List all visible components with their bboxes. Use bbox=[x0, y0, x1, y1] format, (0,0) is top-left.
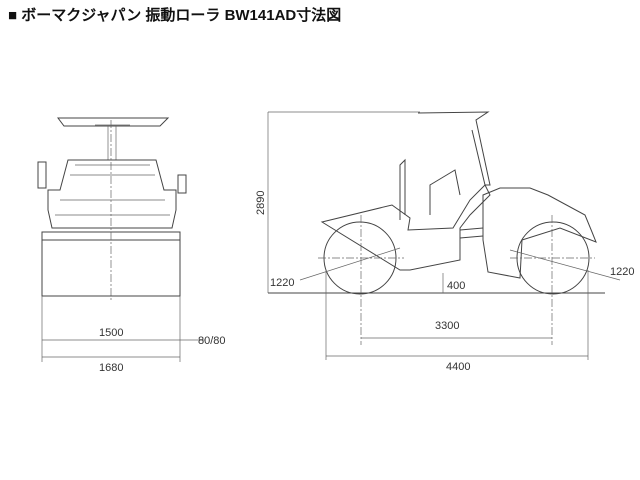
dim-ground-clearance: 400 bbox=[447, 280, 465, 292]
dim-overall-width: 1680 bbox=[99, 362, 123, 374]
dim-drum-diameter-rear: 1220 bbox=[610, 266, 634, 278]
front-mirror-left bbox=[37, 161, 47, 189]
front-mirror-right bbox=[177, 174, 187, 194]
front-canopy-post bbox=[95, 124, 130, 160]
side-view: 2890 1220 1220 400 3300 4400 bbox=[255, 111, 634, 373]
page-title: ■ ボーマクジャパン 振動ローラ BW141AD寸法図 bbox=[8, 7, 342, 24]
side-body-rear bbox=[482, 187, 597, 279]
dim-drum-width: 1500 bbox=[99, 327, 123, 339]
side-body-front bbox=[320, 184, 491, 271]
dim-height: 2890 bbox=[255, 191, 267, 215]
front-body bbox=[47, 159, 177, 229]
side-canopy bbox=[417, 111, 491, 186]
side-cab bbox=[399, 158, 461, 220]
front-canopy bbox=[57, 117, 170, 127]
front-view: 1500 80/80 1680 bbox=[37, 117, 226, 374]
dim-drum-diameter-front: 1220 bbox=[270, 277, 294, 289]
dim-overall-length: 4400 bbox=[446, 361, 470, 373]
dim-wheelbase: 3300 bbox=[435, 320, 459, 332]
leader-1220-left bbox=[299, 247, 401, 281]
dim-overhang: 80/80 bbox=[198, 335, 226, 347]
front-body-detail bbox=[55, 164, 170, 216]
side-articulation bbox=[459, 227, 484, 239]
leader-1220-right bbox=[509, 249, 621, 281]
